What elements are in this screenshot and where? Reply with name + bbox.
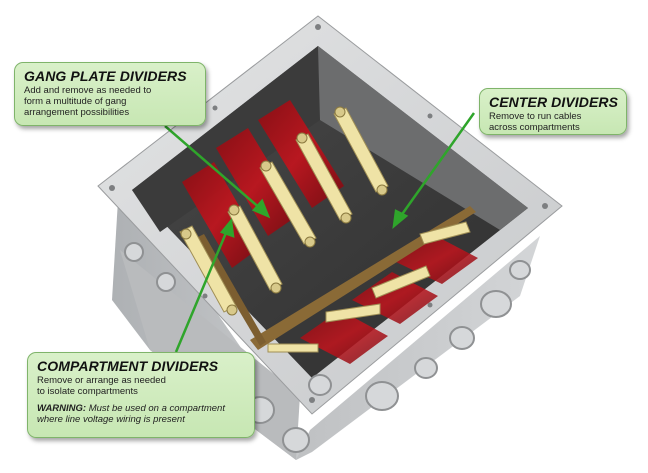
desc-line: Remove to run cables	[489, 111, 582, 122]
box-right-wall	[296, 236, 540, 460]
callout-description: Remove to run cables across compartments	[489, 111, 618, 133]
center-dividers-callout: CENTER DIVIDERS Remove to run cables acr…	[479, 88, 627, 135]
callout-title: CENTER DIVIDERS	[489, 94, 619, 110]
callout-title: GANG PLATE DIVIDERS	[24, 68, 187, 84]
mounting-brackets	[179, 107, 471, 353]
bracket-screws	[180, 106, 388, 316]
warning-label: WARNING:	[37, 403, 87, 414]
warning-line: Must be used on a compartment	[86, 403, 225, 414]
callout-title: COMPARTMENT DIVIDERS	[37, 358, 219, 374]
callout-description: Remove or arrange as needed to isolate c…	[37, 375, 246, 397]
desc-line: form a multitude of gang	[24, 96, 127, 107]
desc-line: Remove or arrange as needed	[37, 375, 166, 386]
arrows	[164, 112, 476, 353]
warning-line: where line voltage wiring is present	[37, 414, 185, 425]
interior-back-left	[132, 46, 320, 232]
warning-text: WARNING: Must be used on a compartment w…	[37, 403, 246, 425]
interior-back-right	[318, 46, 528, 230]
desc-line: across compartments	[489, 122, 580, 133]
desc-line: Add and remove as needed to	[24, 85, 152, 96]
compartment-dividers-callout: COMPARTMENT DIVIDERS Remove or arrange a…	[27, 352, 255, 438]
center-divider	[250, 206, 476, 350]
gang-plate-dividers	[182, 100, 478, 364]
flange-screws	[109, 24, 548, 403]
desc-line: to isolate compartments	[37, 386, 138, 397]
callout-description: Add and remove as needed to form a multi…	[24, 85, 197, 118]
desc-line: arrangement possibilities	[24, 107, 130, 118]
gang-plate-dividers-callout: GANG PLATE DIVIDERS Add and remove as ne…	[14, 62, 206, 126]
